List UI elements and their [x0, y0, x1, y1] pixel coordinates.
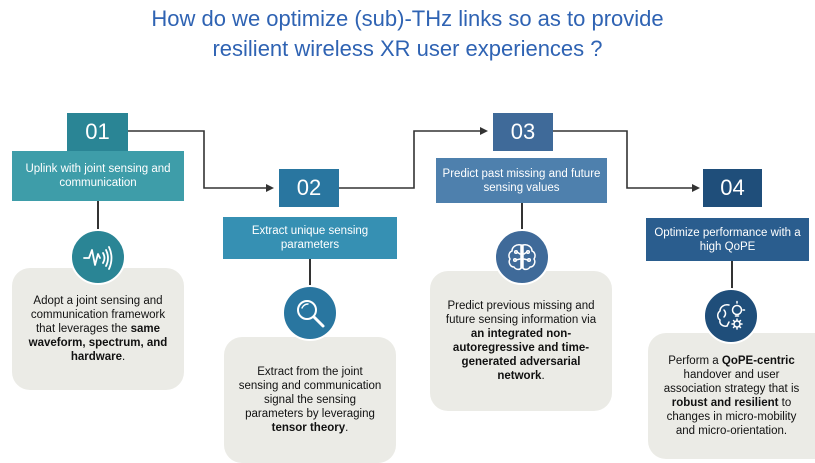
title-line-2: resilient wireless XR user experiences ? — [212, 36, 603, 61]
connector-01-02 — [128, 130, 274, 192]
step-02-label: Extract unique sensing parameters — [223, 217, 397, 259]
step-03-description: Predict previous missing and future sens… — [445, 300, 597, 382]
title-line-1: How do we optimize (sub)-THz links so as… — [151, 6, 664, 31]
step-01-label: Uplink with joint sensing and communicat… — [12, 151, 184, 201]
connector-03-04 — [553, 130, 700, 192]
step-04-number: 04 — [703, 169, 762, 207]
waveform-wireless-icon — [70, 229, 126, 285]
step-02-description-card: Extract from the joint sensing and commu… — [224, 337, 396, 463]
step-01-number: 01 — [67, 113, 128, 151]
connector-02-03 — [339, 127, 488, 189]
brain-gear-idea-icon — [703, 288, 759, 344]
step-02-description: Extract from the joint sensing and commu… — [238, 366, 382, 434]
brain-circuit-icon — [494, 229, 550, 285]
step-04-label: Optimize performance with a high QoPE — [646, 218, 809, 261]
step-04-description: Perform a QoPE-centric handover and user… — [663, 355, 800, 437]
step-04-description-card: Perform a QoPE-centric handover and user… — [648, 333, 815, 459]
step-03-description-card: Predict previous missing and future sens… — [430, 271, 612, 411]
step-03-number: 03 — [493, 113, 553, 151]
step-03-label: Predict past missing and future sensing … — [436, 158, 607, 203]
magnifier-icon — [282, 285, 338, 341]
step-01-description: Adopt a joint sensing and communication … — [28, 295, 168, 363]
page-title: How do we optimize (sub)-THz links so as… — [0, 4, 815, 64]
step-01-description-card: Adopt a joint sensing and communication … — [12, 268, 184, 390]
step-02-number: 02 — [279, 169, 339, 207]
